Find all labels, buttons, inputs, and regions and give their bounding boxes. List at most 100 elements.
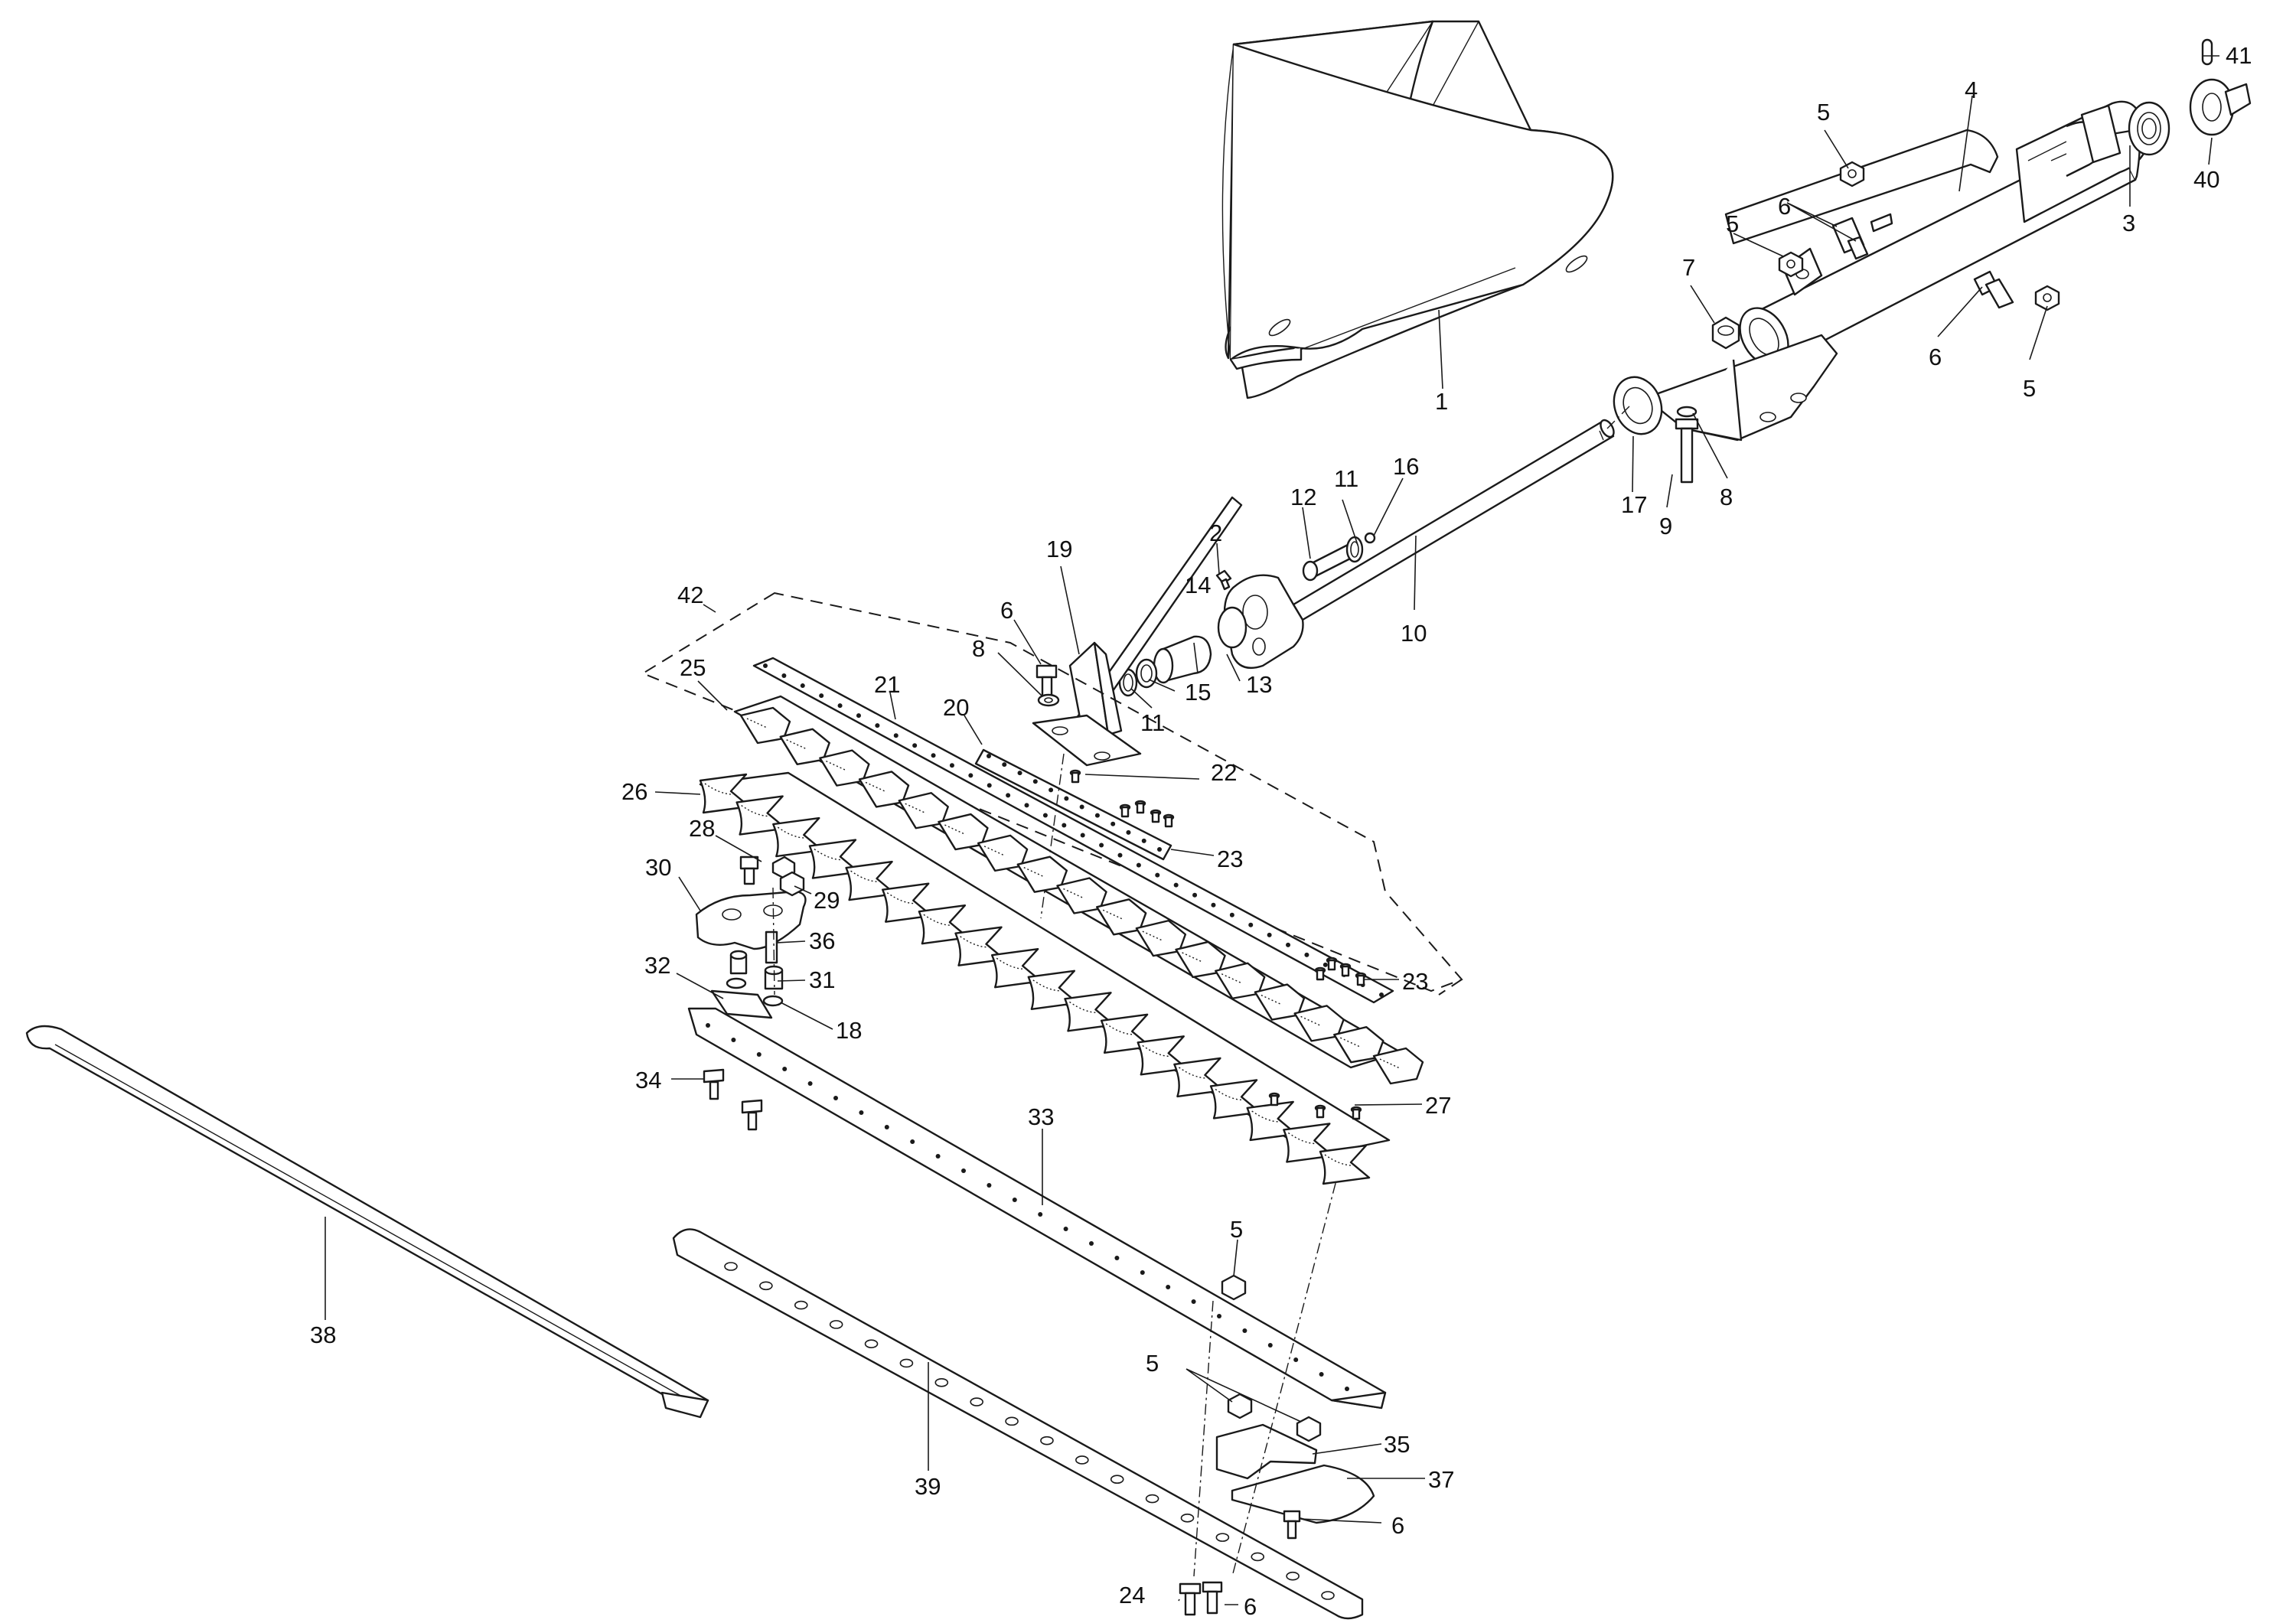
knife-bar-hole: [1267, 932, 1272, 937]
knife-bar-hole: [1248, 922, 1254, 927]
section-serration: [1179, 1067, 1207, 1079]
section-serration: [850, 870, 879, 882]
section-serration: [704, 783, 733, 795]
strip-hole: [794, 1300, 808, 1310]
callout-13: 13: [1246, 671, 1272, 698]
knife-section-tooth: [858, 771, 910, 808]
strip-hole: [759, 1281, 773, 1291]
strip-hole: [1286, 1571, 1300, 1581]
callout-5-left: 5: [1726, 210, 1739, 237]
bar-hole: [1319, 1372, 1324, 1377]
hold-down-clip-35: [1215, 1423, 1318, 1480]
knife-bar-hole: [1379, 992, 1384, 997]
callout-28: 28: [689, 815, 715, 842]
knife-section-tooth: [1175, 940, 1226, 979]
knife-bar-hole: [1099, 842, 1104, 848]
knife-back-holes: [763, 663, 1384, 997]
callouts: 1 2 3 4 5 5 5 5 5 6 6 6 6 6 7 8 8 9 10 1…: [310, 42, 2252, 1620]
bar-hole: [987, 1183, 992, 1188]
knife-back-plate-20: [974, 748, 1172, 861]
bar-hole: [1217, 1314, 1221, 1318]
bar-hole: [1345, 1387, 1349, 1391]
knife-head-19: [1032, 496, 1243, 767]
knife-bar-hole: [1080, 833, 1085, 838]
conical-guard: [1221, 20, 1614, 399]
nut-5-bar: [1221, 1274, 1247, 1301]
callout-25: 25: [680, 654, 706, 681]
callout-2: 2: [1209, 520, 1222, 546]
callout-27: 27: [1425, 1092, 1451, 1119]
callout-32: 32: [644, 952, 670, 979]
bar-hole: [910, 1139, 915, 1144]
section-serration: [1032, 979, 1061, 992]
knife-bar-hole: [893, 733, 899, 738]
bar-hole: [1114, 1256, 1120, 1260]
section-serration: [886, 892, 915, 904]
callout-26: 26: [621, 778, 647, 805]
plate-hole: [1049, 787, 1054, 793]
section-serration: [923, 914, 951, 926]
plate-hole: [1141, 838, 1146, 843]
callout-6-right: 6: [1929, 344, 1942, 370]
knife-bar-hole: [837, 703, 843, 709]
bar-hole: [961, 1168, 966, 1173]
callout-31: 31: [809, 966, 835, 993]
callout-5-top: 5: [1817, 99, 1830, 125]
bar-hole: [1089, 1241, 1094, 1246]
callout-1: 1: [1435, 388, 1448, 415]
drive-shaft-10: [1292, 419, 1615, 621]
grease-nipple-2: [1215, 569, 1232, 591]
ring-11-upper: [1345, 536, 1364, 563]
callout-6-bottom: 6: [1244, 1593, 1257, 1620]
strip-hole: [724, 1262, 738, 1271]
knife-bar-hole: [1322, 962, 1328, 967]
callout-6-knifehead: 6: [1000, 597, 1013, 624]
knife-bar-hole: [968, 773, 974, 778]
section-serration: [996, 957, 1025, 970]
rivet-shank: [1164, 816, 1173, 828]
grease-nipple-16: [1364, 532, 1376, 544]
bar-hole: [1166, 1285, 1171, 1289]
callout-40: 40: [2193, 166, 2219, 193]
section-serration: [1215, 1088, 1244, 1101]
bar-hole: [807, 1081, 813, 1086]
strip-hole: [899, 1358, 914, 1368]
bolts-34: [703, 1068, 763, 1131]
callout-3: 3: [2122, 210, 2135, 236]
callout-18: 18: [836, 1017, 862, 1044]
drive-tube-housing: [1739, 100, 2152, 367]
bolt-9-washer-8: [1675, 406, 1699, 484]
bar-hole: [1293, 1357, 1299, 1362]
callout-11-upper: 11: [1334, 465, 1358, 492]
rivets-23: [1069, 769, 1367, 1120]
nut-5-top: [1839, 161, 1865, 187]
sleeve-14: [1153, 635, 1212, 684]
knife-section-tooth: [779, 728, 830, 766]
callout-9: 9: [1659, 513, 1672, 539]
bearing-3: [2128, 101, 2170, 156]
plate-hole: [1126, 829, 1131, 835]
knife-bar-hole: [875, 723, 880, 728]
strip-hole: [829, 1320, 843, 1329]
section-serration: [960, 936, 988, 948]
rivet-shank: [1136, 802, 1145, 814]
callout-39: 39: [915, 1473, 941, 1500]
knife-section-tooth: [1372, 1047, 1424, 1085]
section-serration: [1251, 1110, 1280, 1123]
rivet-shank: [1356, 974, 1365, 986]
callout-6-plate: 6: [1391, 1512, 1404, 1539]
callout-34: 34: [635, 1067, 661, 1093]
spacer-31: [764, 965, 784, 990]
strip-hole: [934, 1377, 949, 1387]
bar-hole: [935, 1154, 941, 1159]
clip-plate-32: [710, 989, 773, 1019]
strip-hole: [1321, 1591, 1335, 1600]
bolt-24: [1179, 1582, 1202, 1616]
knife-section-tooth: [1095, 898, 1147, 936]
bottom-fasteners: [1179, 1274, 1322, 1616]
knife-bar-hole: [987, 783, 992, 788]
callout-29: 29: [814, 887, 840, 914]
strip-hole: [1040, 1436, 1054, 1445]
section-serration: [1324, 1154, 1353, 1166]
bar-hole: [1267, 1343, 1273, 1348]
